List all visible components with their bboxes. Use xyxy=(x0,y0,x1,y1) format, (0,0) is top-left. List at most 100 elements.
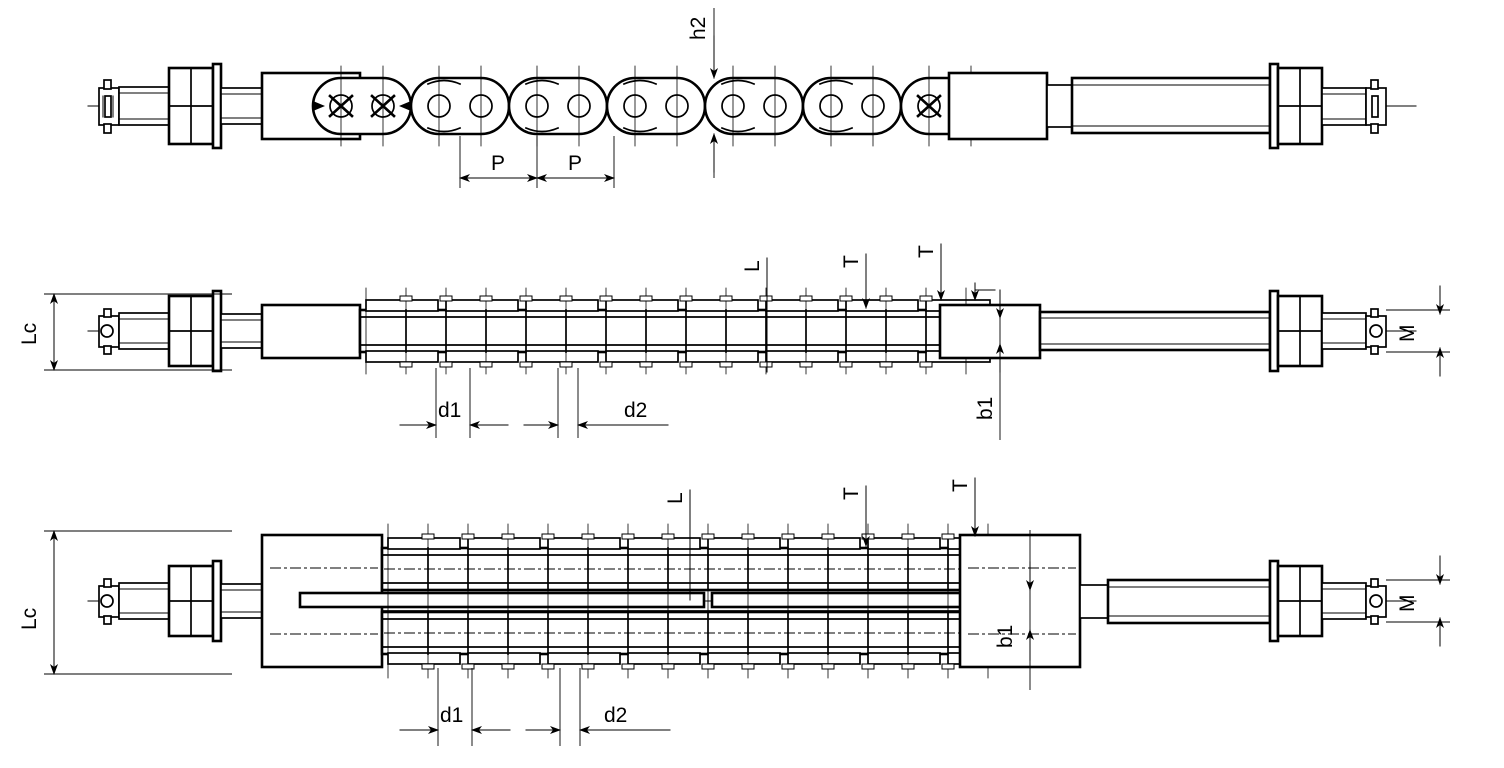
right-end-assembly-bot xyxy=(1079,559,1417,643)
plate-waist-bottom xyxy=(818,126,854,133)
outer-plate xyxy=(627,652,701,665)
outer-plate xyxy=(867,652,941,665)
clevis-hole-mid xyxy=(100,324,114,338)
outer-plate xyxy=(765,299,839,312)
connector-block-mid-left xyxy=(260,303,362,360)
master-link-plate xyxy=(311,76,413,136)
outer-plate xyxy=(605,350,679,363)
master-link-left xyxy=(311,76,413,136)
clip-arrow-right xyxy=(399,101,411,111)
dim-label-d1-bot: d1 xyxy=(440,704,463,727)
view-plan-middle: Lc d1 d2 b1 L xyxy=(18,243,1450,440)
clip-arrow-left xyxy=(313,101,325,111)
outer-plate xyxy=(685,299,759,312)
outer-plate-row-upper-top xyxy=(387,537,1013,550)
outer-plate xyxy=(627,537,701,550)
shaft-small-left-mid xyxy=(220,313,263,349)
shaft-step-left-mid xyxy=(220,303,362,360)
rod-body-left-bot xyxy=(118,582,170,620)
hex-nut-left xyxy=(167,62,223,150)
outer-plate xyxy=(765,350,839,363)
chain-link-plate xyxy=(507,76,609,136)
dim-d2-mid: d2 xyxy=(523,368,669,438)
cotter-pin-top xyxy=(103,79,112,90)
outer-plate-row-bottom xyxy=(365,350,991,363)
nut-flange-left-bot xyxy=(211,559,223,643)
shaft-step-bot-r xyxy=(1079,584,1109,619)
outer-plate xyxy=(365,299,439,312)
plate-waist-top xyxy=(818,79,854,86)
left-end-fitting-mid xyxy=(87,308,120,355)
outer-plate xyxy=(787,537,861,550)
connector-block-mid-right xyxy=(938,303,1042,360)
dim-pitch: P P xyxy=(459,136,615,188)
dim-label-L-bot: L xyxy=(664,492,687,504)
threaded-rod-left-bot xyxy=(118,582,170,620)
outer-plate-row-top xyxy=(365,299,991,312)
outer-plate xyxy=(365,350,439,363)
outer-plate xyxy=(787,652,861,665)
clevis-hole-right-bot xyxy=(1369,594,1383,608)
dim-label-Lc-bot: Lc xyxy=(18,608,41,630)
outer-plate xyxy=(467,537,541,550)
cotter-pin-bottom xyxy=(103,123,112,134)
dim-label-d2-bot: d2 xyxy=(604,704,627,727)
clevis-hole-bot xyxy=(100,594,114,608)
threaded-rod-right-mid xyxy=(1321,312,1367,350)
dim-label-M-bot: M xyxy=(1396,595,1419,613)
outer-plate xyxy=(605,299,679,312)
chain-center-plate-row xyxy=(298,589,1023,612)
threaded-rod-left xyxy=(118,86,170,126)
view-plan-bottom: Lc d1 d2 b1 L xyxy=(18,477,1450,746)
pin-centerlines-bot xyxy=(387,523,989,679)
outer-plate xyxy=(445,299,519,312)
dim-d1-bot: d1 xyxy=(399,668,511,746)
cotter-pin-top-mid xyxy=(103,308,112,318)
chain-strand-lower xyxy=(380,610,1024,665)
chain-elevation xyxy=(311,65,1049,147)
shaft-small-left xyxy=(220,87,263,125)
chain-plan-simplex xyxy=(358,287,1042,375)
outer-plate xyxy=(525,299,599,312)
chain-link-plate xyxy=(703,76,805,136)
dim-L-T-bot: L T T xyxy=(664,477,979,601)
outer-plate xyxy=(387,652,461,665)
outer-plate xyxy=(707,652,781,665)
outer-plate xyxy=(547,537,621,550)
chain-strand-upper xyxy=(380,537,1024,592)
plate-waist-bottom xyxy=(622,126,658,133)
chain-link-plate xyxy=(409,76,511,136)
cotter-pin-top-r xyxy=(1370,79,1379,90)
shaft-step-right-a xyxy=(1046,84,1073,128)
plate-waist-top xyxy=(426,79,462,86)
clevis-hole-right-mid xyxy=(1369,324,1383,338)
chain-connector-block-right xyxy=(947,71,1049,141)
dim-d2-bot: d2 xyxy=(525,668,671,746)
view-elevation-top: h2 P P xyxy=(87,8,1417,188)
chain-plan-duplex xyxy=(298,523,1082,679)
outer-plate xyxy=(845,350,919,363)
outer-plate-row-lower-bottom xyxy=(387,652,1013,665)
dim-d1-mid: d1 xyxy=(399,368,509,438)
left-end-fitting-bot xyxy=(87,578,120,625)
dim-M-mid: M xyxy=(1386,285,1450,377)
cotter-pin-bottom-mid xyxy=(103,345,112,355)
cotter-pin-bottom-r xyxy=(1370,123,1379,134)
cotter-slot xyxy=(104,95,112,118)
outer-plate xyxy=(445,350,519,363)
connector-block-bot-right xyxy=(958,533,1082,669)
dim-label-T1-mid: T xyxy=(840,255,863,268)
plate-waist-top xyxy=(622,79,658,86)
pin-centerlines-mid xyxy=(365,287,967,375)
dim-M-bot: M xyxy=(1386,555,1450,647)
dim-label-T2-mid: T xyxy=(915,245,938,258)
dim-label-h2: h2 xyxy=(687,17,710,40)
plate-waist-bottom xyxy=(524,126,560,133)
outer-plate xyxy=(845,299,919,312)
rod-body-left-mid xyxy=(118,312,170,350)
right-end-assembly-mid xyxy=(1038,289,1417,373)
dim-h2: h2 xyxy=(687,8,718,178)
outer-plate xyxy=(867,537,941,550)
